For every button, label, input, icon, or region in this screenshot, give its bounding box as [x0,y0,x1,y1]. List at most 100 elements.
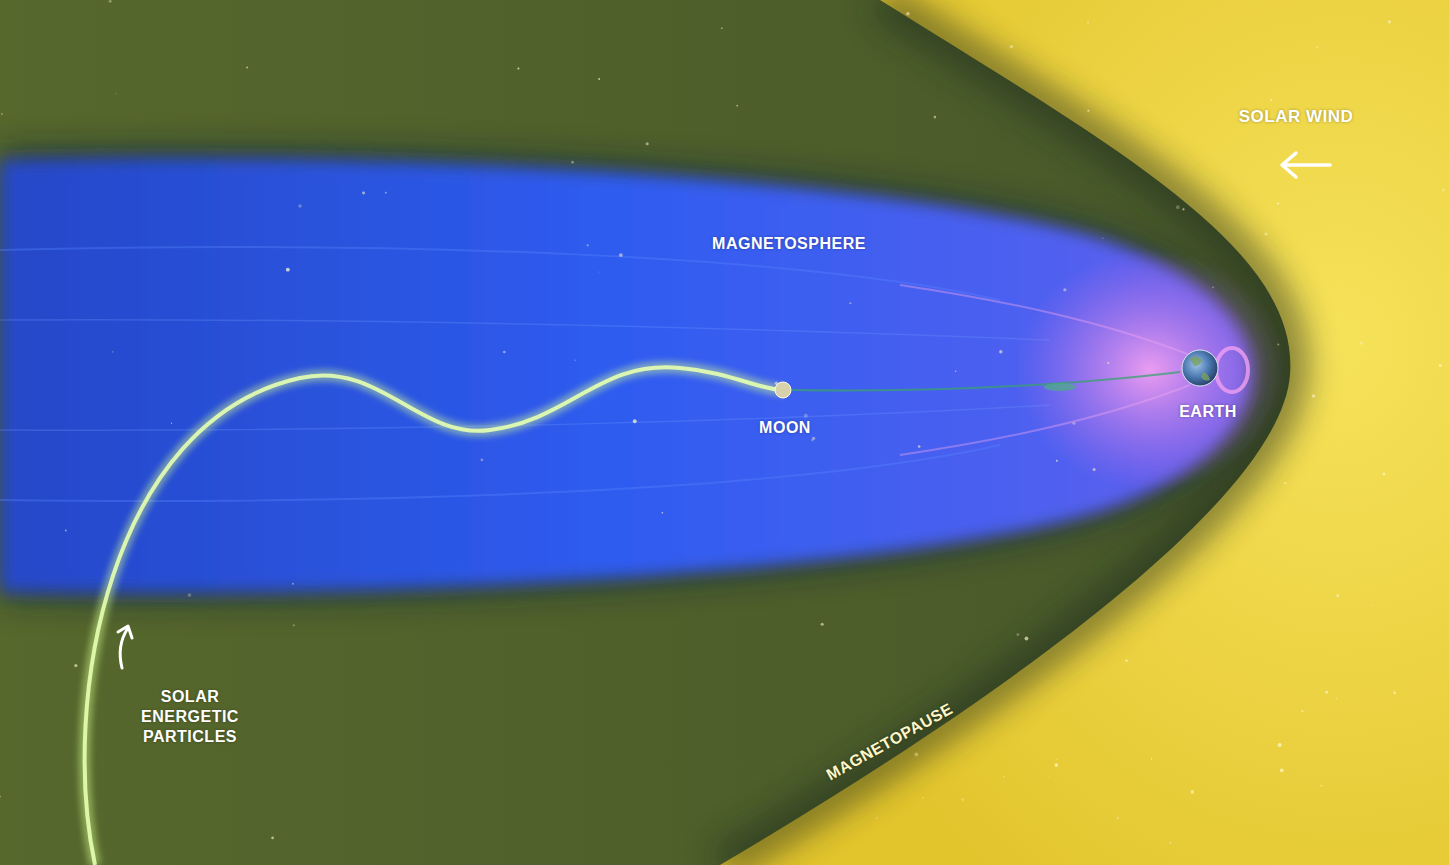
inner-magnetosphere [1015,250,1285,490]
star [517,67,519,69]
particle-arrow [118,626,132,668]
star [1048,776,1049,777]
star [1360,342,1363,345]
star [1442,189,1445,192]
star [906,12,909,15]
star [587,244,589,246]
star [1116,817,1119,820]
star [1072,422,1075,425]
star [1320,785,1322,787]
particle-label: SOLAR ENERGETIC PARTICLES [134,687,246,747]
star [286,268,290,272]
star [999,350,1002,353]
moon-disc [775,382,791,398]
dayside-loop [1216,348,1248,392]
star [1,113,3,115]
star [1125,660,1127,662]
star [1278,743,1282,747]
star [362,191,365,194]
star [1270,99,1272,101]
star [293,624,295,626]
star [1190,790,1194,794]
star [1212,287,1214,289]
star [1312,394,1316,398]
star [876,817,878,819]
star [922,797,923,798]
body-label: EARTH [1179,402,1237,422]
star [112,351,114,353]
star [1063,288,1066,291]
star [1301,710,1303,712]
star [1325,691,1328,694]
star [914,753,918,757]
star [1393,691,1396,694]
star [1280,769,1284,773]
star [1316,46,1318,48]
star [619,253,623,257]
boundary-label: MAGNETOPAUSE [823,699,956,785]
star [1056,460,1058,462]
star [598,271,599,272]
plasma-sheet-blob [1044,383,1076,391]
star [1102,238,1103,239]
star [955,371,956,372]
star [812,437,815,440]
star [1055,763,1059,767]
field-line [0,320,1050,340]
star [821,623,824,626]
particle-stream-glow [85,367,783,865]
star [74,664,77,667]
star [1388,20,1391,23]
star [1010,45,1013,48]
star [662,512,664,514]
star [1439,364,1442,367]
star [1382,472,1385,475]
star [646,142,649,145]
star [1087,110,1089,112]
plasma-sheet-line [792,372,1180,390]
star [775,381,779,385]
star [171,423,172,424]
star [271,837,274,840]
star [1003,776,1005,778]
star [188,593,192,597]
star [1087,21,1089,23]
star [246,67,248,69]
star [1025,637,1029,641]
star [1169,842,1171,844]
star [1372,605,1374,607]
star [1107,362,1109,364]
star [1151,758,1153,760]
flow-label: SOLAR WIND [1239,106,1354,127]
earth-globe [1182,350,1218,386]
star [1284,482,1286,484]
star [298,204,301,207]
earth-land [1190,356,1210,380]
star [1264,232,1267,235]
star [1277,202,1279,204]
star [721,28,723,30]
star [849,302,851,304]
star [385,192,387,194]
star [65,530,67,532]
star [292,583,294,585]
star [1336,594,1339,597]
star [1016,633,1019,636]
star [961,798,964,801]
star [1176,205,1180,209]
solar-wind-arrow [1282,153,1330,177]
star [934,116,937,119]
star [480,458,483,461]
particle-stream [85,367,783,865]
field-line [0,247,1000,300]
star [503,351,506,354]
star [1277,344,1279,346]
star [918,445,921,448]
star [736,105,738,107]
star [1182,208,1184,210]
body-label: MOON [759,418,811,438]
star [574,360,575,361]
